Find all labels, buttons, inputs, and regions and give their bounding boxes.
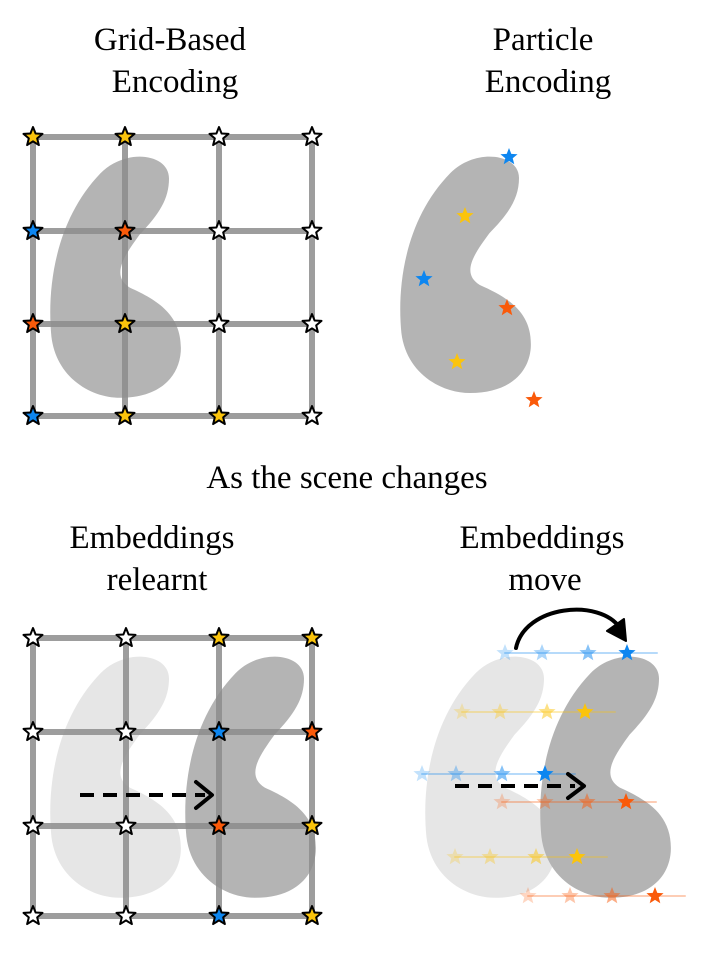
yellow-particle-icon <box>568 848 586 865</box>
relearnt-title-line2: relearnt <box>106 562 208 598</box>
particle-embedding-stars <box>415 148 543 408</box>
orange-particle-trace-icon <box>493 793 511 810</box>
blue-star-icon <box>208 721 230 742</box>
empty-star-icon <box>301 405 323 426</box>
empty-star-icon <box>115 721 137 742</box>
yellow-particle-trace-icon <box>491 703 509 720</box>
yellow-particle-trace-icon <box>527 848 545 865</box>
empty-star-icon <box>208 220 230 241</box>
yellow-star-icon <box>114 126 136 147</box>
orange-particle-trace-icon <box>561 887 579 904</box>
orange-particle-icon <box>617 793 635 810</box>
empty-star-icon <box>301 313 323 334</box>
middle-caption: As the scene changes <box>206 460 488 496</box>
empty-star-icon <box>22 815 44 836</box>
orange-particle-trace-icon <box>536 793 554 810</box>
previous-object-shape <box>50 656 181 898</box>
orange-particle-trace-icon <box>603 887 621 904</box>
encoding-grid <box>30 635 315 919</box>
blue-particle-trace-icon <box>533 644 551 661</box>
blue-particle-icon <box>415 270 433 287</box>
blue-particle-trace-icon <box>493 765 511 782</box>
yellow-particle-icon <box>576 703 594 720</box>
blue-star-icon <box>22 220 44 241</box>
yellow-particle-trace-icon <box>538 703 556 720</box>
blue-particle-icon <box>618 644 636 661</box>
dashed-arrow-icon <box>566 772 586 800</box>
encoding-grid <box>30 134 315 419</box>
blue-particle-icon <box>500 148 518 165</box>
empty-star-icon <box>208 313 230 334</box>
orange-star-icon <box>208 815 230 836</box>
orange-star-icon <box>22 313 44 334</box>
yellow-star-icon <box>114 405 136 426</box>
orange-particle-icon <box>498 299 516 316</box>
empty-star-icon <box>22 627 44 648</box>
particle-encoding-panel <box>400 148 543 408</box>
empty-star-icon <box>208 126 230 147</box>
yellow-particle-trace-icon <box>481 848 499 865</box>
grid-encoding-title-line1: Grid-Based <box>93 22 247 58</box>
yellow-star-icon <box>301 905 323 926</box>
yellow-particle-icon <box>456 207 474 224</box>
blue-particle-trace-icon <box>496 644 514 661</box>
grid-relearnt-panel <box>22 627 323 926</box>
moved-object-shape <box>540 656 671 898</box>
object-shape <box>50 156 181 398</box>
dashed-arrow-icon <box>194 780 214 810</box>
orange-particle-trace-icon <box>578 793 596 810</box>
empty-star-icon <box>115 905 137 926</box>
empty-star-icon <box>301 220 323 241</box>
previous-object-shape <box>425 656 556 898</box>
grid-embedding-stars <box>22 627 323 926</box>
curved-arrow-icon <box>514 607 622 650</box>
yellow-particle-trace-icon <box>453 703 471 720</box>
yellow-star-icon <box>208 627 230 648</box>
empty-star-icon <box>301 126 323 147</box>
orange-particle-icon <box>525 391 543 408</box>
blue-particle-trace-icon <box>447 765 465 782</box>
empty-star-icon <box>115 627 137 648</box>
empty-star-icon <box>115 815 137 836</box>
particle-embedding-stars <box>413 644 664 904</box>
empty-star-icon <box>22 905 44 926</box>
blue-particle-trace-icon <box>579 644 597 661</box>
yellow-star-icon <box>22 126 44 147</box>
blue-star-icon <box>22 405 44 426</box>
blue-star-icon <box>208 905 230 926</box>
particle-encoding-title-line1: Particle <box>492 22 594 58</box>
orange-particle-trace-icon <box>519 887 537 904</box>
yellow-star-icon <box>301 627 323 648</box>
grid-embedding-stars <box>22 126 323 426</box>
grid-encoding-title-line2: Encoding <box>111 64 239 100</box>
orange-particle-icon <box>646 887 664 904</box>
relearnt-title-line1: Embeddings <box>69 520 235 556</box>
empty-star-icon <box>22 721 44 742</box>
particle-encoding-title-line2: Encoding <box>484 64 612 100</box>
yellow-particle-trace-icon <box>446 848 464 865</box>
blue-particle-trace-icon <box>413 765 431 782</box>
orange-star-icon <box>301 721 323 742</box>
yellow-star-icon <box>208 405 230 426</box>
move-title-line2: move <box>508 562 582 598</box>
yellow-star-icon <box>301 815 323 836</box>
curved-arrow-head <box>606 618 627 642</box>
grid-encoding-panel <box>22 126 323 426</box>
object-shape <box>400 156 531 393</box>
moved-object-shape <box>185 656 316 898</box>
orange-star-icon <box>114 220 136 241</box>
particles-move-panel <box>413 607 686 904</box>
yellow-star-icon <box>114 313 136 334</box>
move-title-line1: Embeddings <box>459 520 625 556</box>
blue-particle-icon <box>536 765 554 782</box>
yellow-particle-icon <box>448 353 466 370</box>
